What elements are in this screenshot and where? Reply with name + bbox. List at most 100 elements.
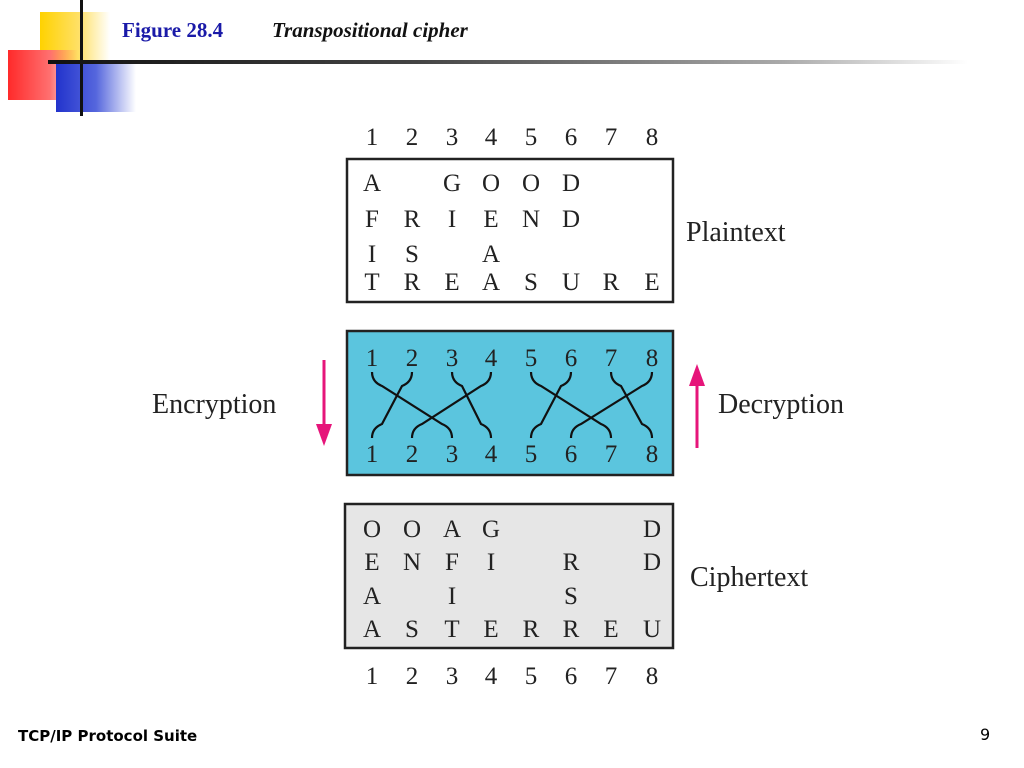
permutation-line-5 (529, 371, 613, 439)
column-number-5: 5 (525, 441, 538, 468)
ciphertext-cell: E (483, 616, 498, 643)
plaintext-cell: N (522, 206, 540, 233)
plaintext-cell: R (603, 269, 620, 296)
permutation-line-4 (410, 371, 493, 439)
column-number-6: 6 (565, 345, 578, 372)
footer-title: TCP/IP Protocol Suite (18, 727, 198, 745)
plaintext-cell: D (562, 170, 580, 197)
ciphertext-cell: S (564, 583, 578, 610)
ciphertext-cell: D (643, 549, 661, 576)
column-number-4: 4 (485, 663, 498, 690)
column-number-4: 4 (485, 441, 498, 468)
column-number-6: 6 (565, 663, 578, 690)
plaintext-cell: I (368, 241, 376, 268)
plaintext-cell: I (448, 206, 456, 233)
page-number: 9 (980, 725, 991, 744)
decryption-arrow (689, 364, 705, 448)
column-number-8: 8 (646, 663, 659, 690)
ciphertext-cell: O (363, 516, 381, 543)
column-number-3: 3 (446, 345, 459, 372)
ciphertext-box (343, 502, 675, 650)
permutation-line-6 (529, 371, 573, 439)
ciphertext-cell: O (403, 516, 421, 543)
decryption-label: Decryption (718, 389, 844, 420)
ciphertext-cell: F (445, 549, 459, 576)
permutation-line-1 (370, 371, 454, 439)
ciphertext-cell: I (448, 583, 456, 610)
title-underline (48, 60, 968, 64)
column-number-3: 3 (446, 663, 459, 690)
ciphertext-cell: T (444, 616, 459, 643)
plaintext-cell: G (443, 170, 461, 197)
plaintext-cell: T (364, 269, 379, 296)
ciphertext-cell: E (364, 549, 379, 576)
figure-number: Figure 28.4 (122, 18, 224, 42)
column-number-2: 2 (406, 124, 419, 151)
column-number-7: 7 (605, 124, 618, 151)
plaintext-cell: A (482, 269, 500, 296)
plaintext-cell: E (483, 206, 498, 233)
ciphertext-block (343, 502, 675, 650)
column-number-6: 6 (565, 124, 578, 151)
ciphertext-cell: R (563, 549, 580, 576)
ciphertext-cell: A (363, 616, 381, 643)
column-number-8: 8 (646, 441, 659, 468)
plaintext-cell: S (405, 241, 419, 268)
column-number-1: 1 (366, 345, 379, 372)
plaintext-cell: E (644, 269, 659, 296)
ciphertext-cell: R (563, 616, 580, 643)
permutation-line-2 (370, 371, 414, 439)
ciphertext-cell: R (523, 616, 540, 643)
column-number-2: 2 (406, 663, 419, 690)
ciphertext-cell: G (482, 516, 500, 543)
column-number-8: 8 (646, 124, 659, 151)
permutation-block (345, 329, 675, 477)
encryption-arrow (316, 360, 332, 446)
column-number-5: 5 (525, 124, 538, 151)
ciphertext-cell: A (443, 516, 461, 543)
plaintext-cell: E (444, 269, 459, 296)
encryption-label: Encryption (152, 389, 276, 420)
plaintext-cell: F (365, 206, 379, 233)
column-number-7: 7 (605, 663, 618, 690)
plaintext-cell: D (562, 206, 580, 233)
column-number-1: 1 (366, 441, 379, 468)
plaintext-label: Plaintext (686, 217, 786, 248)
ciphertext-cell: A (363, 583, 381, 610)
plaintext-cell: S (524, 269, 538, 296)
plaintext-box (345, 157, 675, 304)
plaintext-cell: R (404, 269, 421, 296)
permutation-box (345, 329, 675, 477)
permutation-line-7 (609, 371, 654, 439)
permutation-line-8 (569, 371, 654, 439)
ciphertext-cell: D (643, 516, 661, 543)
plaintext-cell: A (482, 241, 500, 268)
column-number-3: 3 (446, 441, 459, 468)
column-number-7: 7 (605, 441, 618, 468)
plaintext-cell: U (562, 269, 580, 296)
ciphertext-cell: U (643, 616, 661, 643)
column-number-1: 1 (366, 663, 379, 690)
figure-title: Transpositional cipher (272, 18, 468, 42)
ciphertext-cell: N (403, 549, 421, 576)
column-number-7: 7 (605, 345, 618, 372)
decor-vertical-line (80, 0, 83, 116)
column-number-3: 3 (446, 124, 459, 151)
permutation-line-3 (450, 371, 493, 439)
column-number-4: 4 (485, 124, 498, 151)
column-number-5: 5 (525, 663, 538, 690)
column-number-2: 2 (406, 441, 419, 468)
column-number-8: 8 (646, 345, 659, 372)
ciphertext-cell: S (405, 616, 419, 643)
column-number-6: 6 (565, 441, 578, 468)
plaintext-cell: R (404, 206, 421, 233)
ciphertext-label: Ciphertext (690, 562, 808, 593)
column-number-2: 2 (406, 345, 419, 372)
column-number-5: 5 (525, 345, 538, 372)
column-number-1: 1 (366, 124, 379, 151)
plaintext-block (345, 157, 675, 304)
ciphertext-cell: I (487, 549, 495, 576)
plaintext-cell: O (482, 170, 500, 197)
plaintext-cell: A (363, 170, 381, 197)
column-number-4: 4 (485, 345, 498, 372)
